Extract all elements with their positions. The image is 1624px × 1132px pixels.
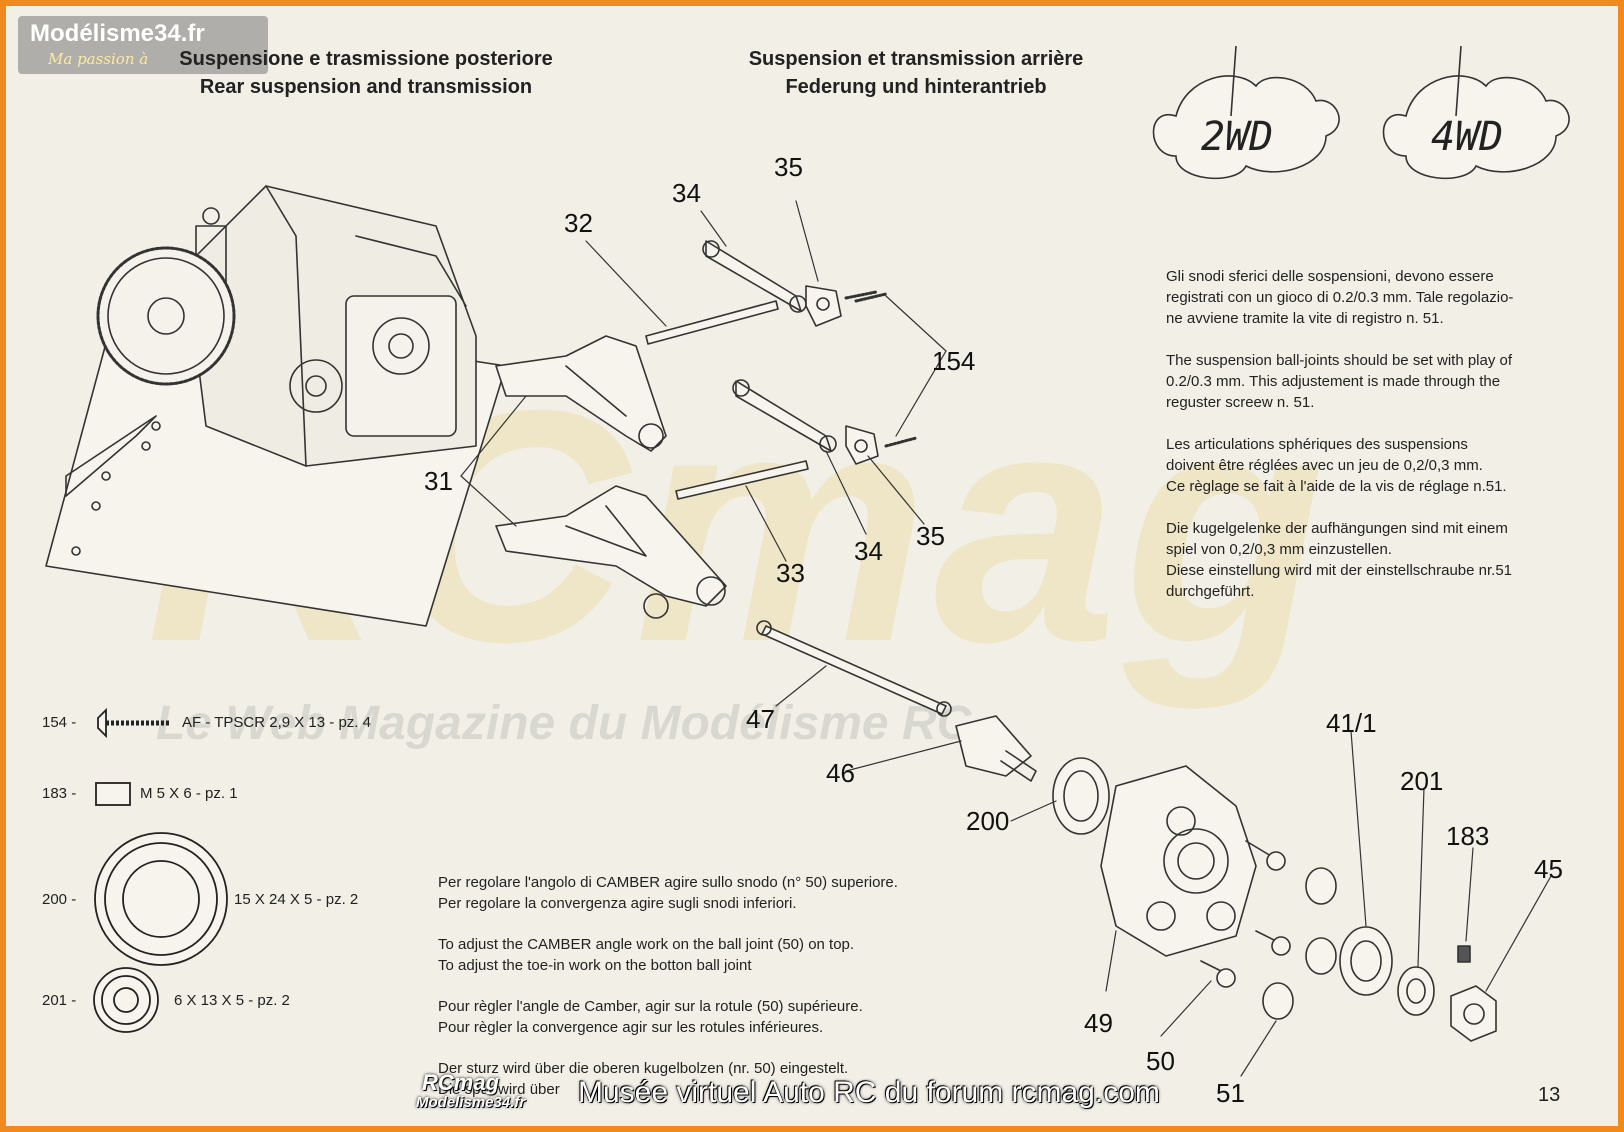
page-number: 13 (1538, 1084, 1561, 1106)
site-logo-name: Modélisme34.fr (30, 20, 205, 47)
callout-47: 47 (746, 704, 775, 734)
dogbone-47 (756, 620, 952, 717)
callout-46: 46 (826, 758, 855, 788)
axle-46 (955, 715, 1037, 782)
header-french: Suspension et transmission arrière (748, 48, 1084, 70)
badge-2wd-label: 2WD (1201, 114, 1274, 160)
callout-45: 45 (1534, 854, 1563, 884)
spur-gear (96, 246, 236, 386)
callout-35-upper: 35 (774, 152, 803, 182)
hub-carrier-49 (1100, 765, 1257, 957)
legend-icons (93, 707, 228, 1033)
header-english: Rear suspension and transmission (199, 76, 533, 98)
camber-french: Pour règler l'angle de Camber, agir sur … (438, 998, 863, 1036)
legend-183-number: 183 - (42, 785, 77, 802)
legend-183-desc: M 5 X 6 - pz. 1 (140, 785, 238, 802)
ballcup-35-upper (805, 285, 878, 327)
bearing-201 (1397, 966, 1435, 1016)
instructions-english: The suspension ball-joints should be set… (1166, 352, 1513, 411)
callout-154: 154 (932, 346, 976, 376)
header-italian: Suspensione e trasmissione posteriore (179, 48, 553, 70)
footer-text: Musée virtuel Auto RC du forum rcmag.com (578, 1076, 1160, 1109)
callout-34-lower: 34 (854, 536, 883, 566)
bearing-41-1 (1339, 926, 1393, 996)
legend-154-number: 154 - (42, 714, 77, 731)
link-34-upper (702, 240, 807, 313)
instructions-italian: Gli snodi sferici delle sospensioni, dev… (1166, 268, 1514, 327)
exploded-view-drawing (45, 45, 1570, 1077)
callout-33: 33 (776, 558, 805, 588)
camber-german: Der sturz wird über die oberen kugelbolz… (438, 1060, 849, 1098)
legend-200-desc: 15 X 24 X 5 - pz. 2 (234, 891, 359, 908)
ball-stud-50 (1200, 840, 1291, 988)
legend-200-number: 200 - (42, 891, 77, 908)
manual-page: RCmag Le Web Magazine du Modélisme RC Mo… (6, 6, 1618, 1126)
site-logo-tagline: Ma passion à (48, 50, 149, 68)
callout-200: 200 (966, 806, 1010, 836)
screw-154 (854, 292, 888, 303)
callout-31: 31 (424, 466, 453, 496)
legend-154-desc: AF - TPSCR 2,9 X 13 - pz. 4 (182, 714, 371, 731)
link-34-lower (732, 379, 837, 453)
pin-32 (645, 300, 779, 345)
gearbox-housing (185, 185, 477, 467)
callout-201: 201 (1400, 766, 1444, 796)
callout-49: 49 (1084, 1008, 1113, 1038)
badge-4wd-label: 4WD (1431, 114, 1504, 160)
nut-45 (1450, 985, 1497, 1042)
footer-logo-rcmag: RCmag (422, 1070, 500, 1095)
leader-lines (460, 200, 1552, 1077)
adjust-screw-51 (1262, 867, 1337, 1020)
footer-logo: RCmag Modelisme34.fr (416, 1070, 576, 1118)
callout-51: 51 (1216, 1078, 1245, 1108)
bearing-200 (1052, 757, 1110, 835)
header-german: Federung und hinterantrieb (785, 76, 1047, 98)
callout-183: 183 (1446, 821, 1490, 851)
callout-41-1: 41/1 (1326, 708, 1377, 738)
pin-33 (675, 460, 809, 500)
site-logo: Modélisme34.fr Ma passion à (18, 16, 268, 74)
instructions-german: Die kugelgelenke der aufhängungen sind m… (1166, 520, 1513, 600)
instructions-french: Les articulations sphériques des suspens… (1166, 436, 1507, 495)
grub-screw-183 (1457, 945, 1471, 963)
rcmag-watermark-slogan: Le Web Magazine du Modélisme RC (156, 697, 972, 750)
legend-201-number: 201 - (42, 992, 77, 1009)
callout-32: 32 (564, 208, 593, 238)
ballcup-35-lower (845, 425, 918, 465)
camber-italian: Per regolare l'angolo di CAMBER agire su… (438, 874, 898, 912)
arm-31-upper (495, 335, 667, 452)
footer-logo-site: Modelisme34.fr (416, 1094, 526, 1111)
legend-201-desc: 6 X 13 X 5 - pz. 2 (174, 992, 290, 1009)
camber-english: To adjust the CAMBER angle work on the b… (438, 936, 855, 974)
wd-badges (1152, 45, 1570, 180)
callout-34-upper: 34 (672, 178, 701, 208)
arm-31-lower (495, 485, 727, 619)
callout-35-lower: 35 (916, 521, 945, 551)
callout-50: 50 (1146, 1046, 1175, 1076)
